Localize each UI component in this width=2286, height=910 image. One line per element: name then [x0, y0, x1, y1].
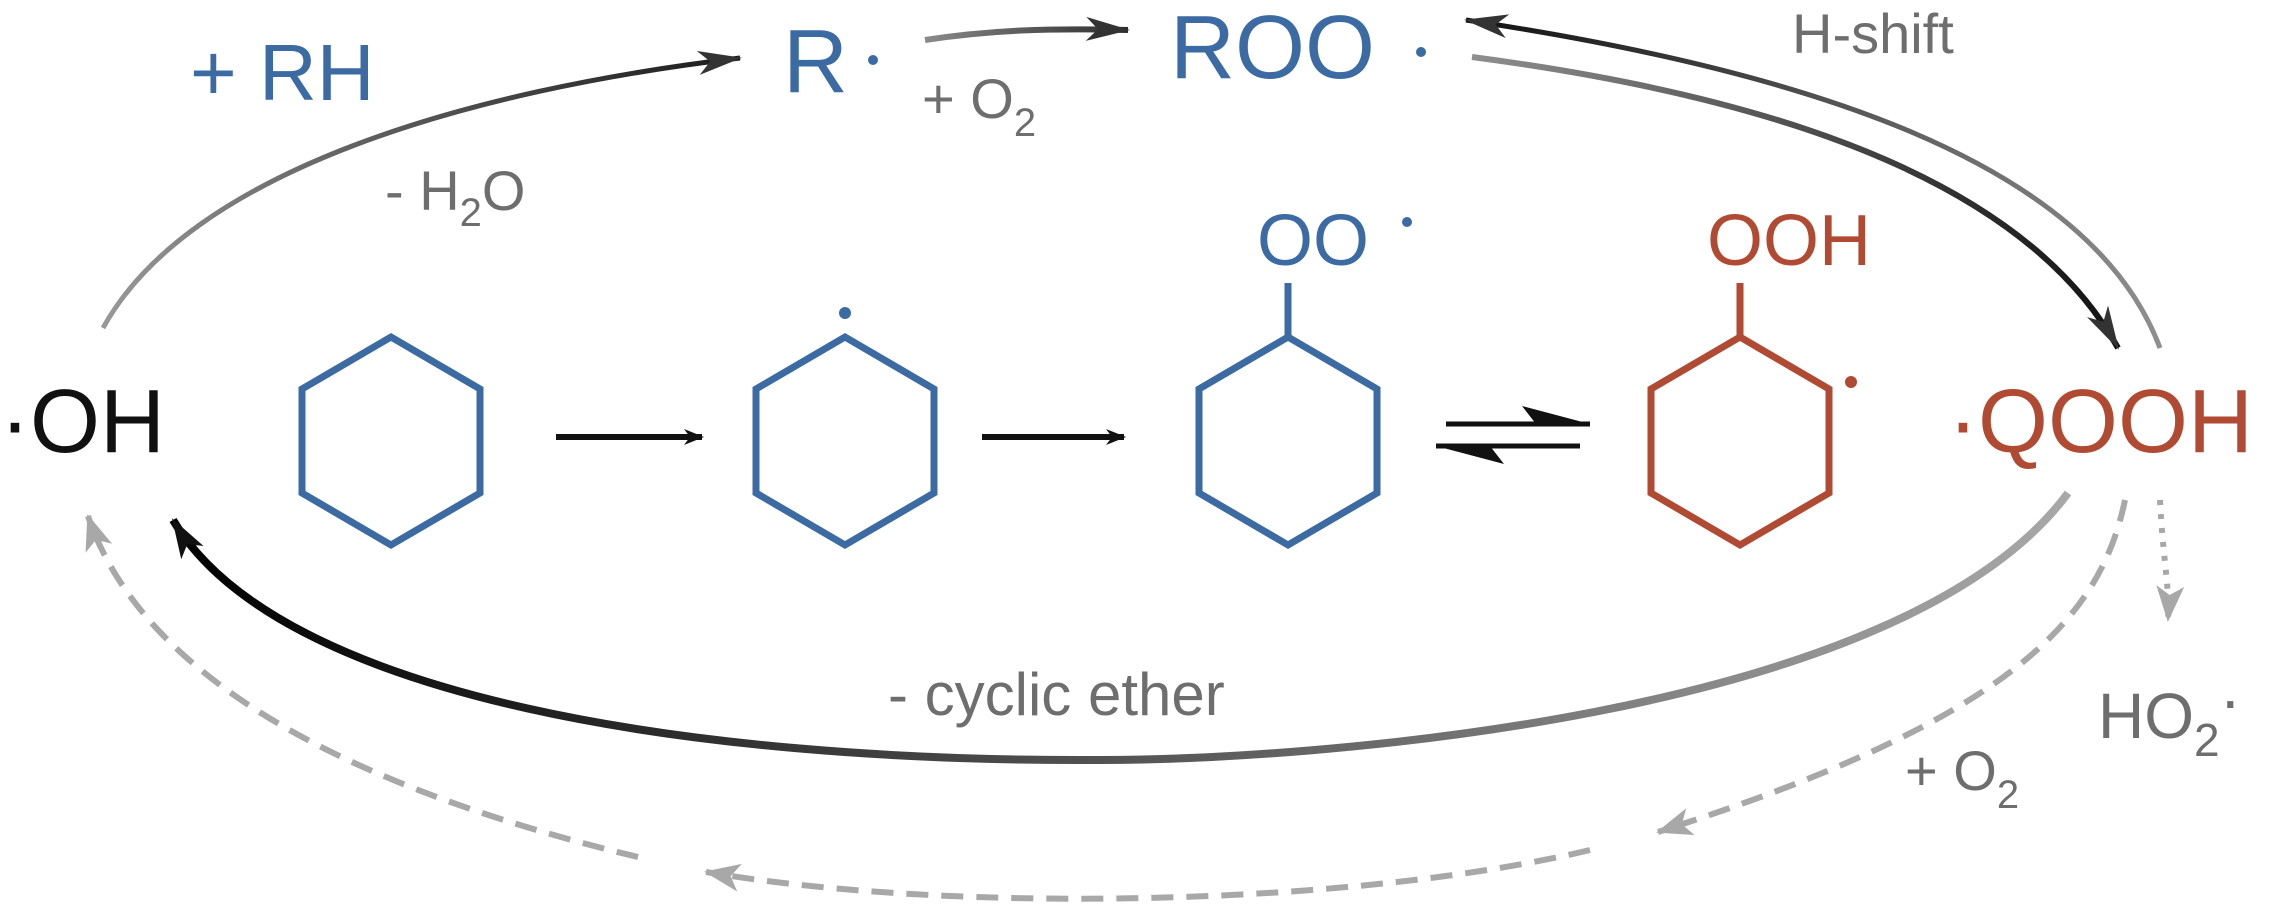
species-oh: ·OH [0, 372, 165, 472]
ho2-text: HO [2098, 680, 2194, 752]
radical-dot-qooh-ring [1845, 376, 1857, 388]
cyclic-ether-label: - cyclic ether [888, 661, 1225, 728]
cyclohexane-ring [298, 332, 484, 550]
plus-rh-label: + RH [190, 28, 375, 117]
species-ho2: HO2· [2098, 664, 2241, 766]
species-roo: ROO [1170, 0, 1375, 98]
ho2-dot: · [2220, 664, 2241, 736]
radical-dot-oo [1402, 217, 1412, 227]
qooh-ring [1647, 332, 1833, 550]
radical-dot-cyclohexyl [839, 307, 851, 319]
arrow-oh-to-r [100, 51, 742, 330]
minus-h2o-sub: 2 [460, 191, 482, 235]
arrow-dashed-bottom-segment [704, 847, 1591, 902]
h-shift-label: H-shift [1792, 2, 1954, 65]
plus-o2-bottom-text: + O [1905, 739, 1997, 802]
plus-o2-bottom-sub: 2 [1997, 773, 2019, 817]
species-r: R [783, 12, 848, 112]
cyclohexylperoxy-ring [1195, 332, 1381, 550]
plus-o2-top-text: + O [922, 67, 1014, 130]
plus-o2-top-sub: 2 [1014, 101, 1036, 145]
minus-h2o-suffix: O [482, 159, 526, 222]
radical-dot-roo [1416, 47, 1426, 57]
equilibrium-forward-head [1522, 406, 1590, 424]
minus-h2o-prefix: - H [385, 159, 460, 222]
minus-h2o-label: - H2O [385, 159, 525, 235]
plus-o2-bottom-label: + O2 [1905, 739, 2019, 817]
oo-group-label: OO [1257, 201, 1369, 281]
arrow-roo-to-qooh [1471, 54, 2121, 350]
cyclohexyl-radical-ring [752, 332, 938, 550]
ooh-group-label: OOH [1707, 201, 1871, 281]
ho2-sub: 2 [2194, 714, 2220, 766]
arrow-qooh-dashed-o2 [1656, 499, 2128, 836]
equilibrium-backward-head [1436, 446, 1504, 464]
arrow-dashed-to-oh [85, 514, 639, 860]
arrow-qooh-to-ho2-dotted [2156, 499, 2185, 622]
plus-o2-top-label: + O2 [922, 67, 1036, 145]
radical-dot-r [868, 55, 878, 65]
arrow-qooh-to-oh-cyclic-ether [169, 490, 2072, 765]
arrow-r-to-roo [924, 16, 1130, 43]
species-qooh: ·QOOH [1948, 372, 2253, 472]
arrow-qooh-to-roo [1464, 14, 2163, 349]
